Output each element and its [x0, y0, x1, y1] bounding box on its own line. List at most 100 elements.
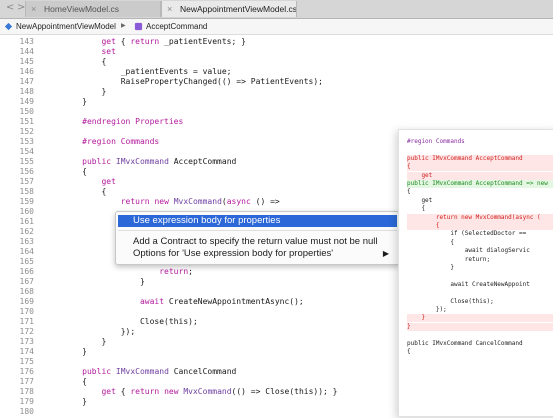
- code-line[interactable]: 154: [0, 147, 420, 156]
- code-line[interactable]: 177 {: [0, 377, 420, 386]
- code-line[interactable]: 173 }: [0, 337, 420, 346]
- line-number: 161: [19, 217, 34, 226]
- code-line[interactable]: 152: [0, 127, 420, 136]
- code-line[interactable]: 161: [0, 217, 420, 226]
- code-text: Close(this);: [43, 317, 198, 326]
- line-number: 169: [19, 297, 34, 306]
- tab-new-appointment-view-model[interactable]: × NewAppointmentViewModel.cs: [161, 1, 297, 17]
- code-line[interactable]: 178 get { return new MvxCommand(() => Cl…: [0, 387, 420, 396]
- line-number: 170: [19, 307, 34, 316]
- quick-fix-menu: Use expression body for properties Add a…: [115, 211, 400, 265]
- line-number: 155: [19, 157, 34, 166]
- code-text: {: [43, 57, 107, 66]
- code-line[interactable]: 168: [0, 287, 420, 296]
- code-text: return;: [159, 267, 193, 276]
- code-text: });: [43, 327, 136, 336]
- line-number: 176: [19, 367, 34, 376]
- line-number: 150: [19, 107, 34, 116]
- close-icon[interactable]: ×: [31, 4, 37, 14]
- line-number: 151: [19, 117, 34, 126]
- preview-line: {: [407, 222, 553, 230]
- code-line[interactable]: 163: [0, 237, 420, 246]
- code-line[interactable]: 147 RaisePropertyChanged(() => PatientEv…: [0, 77, 420, 86]
- line-number: 156: [19, 167, 34, 176]
- preview-line: await dialogServic: [407, 247, 530, 255]
- code-line[interactable]: 164: [0, 247, 420, 256]
- menu-item-use-expression-body[interactable]: Use expression body for properties: [118, 215, 397, 227]
- code-line[interactable]: 146 _patientEvents = value;: [0, 67, 420, 76]
- line-number: 166: [19, 267, 34, 276]
- line-number: 147: [19, 77, 34, 86]
- code-text: }: [43, 97, 87, 106]
- code-line[interactable]: 180: [0, 407, 420, 416]
- code-line[interactable]: 158 {: [0, 187, 420, 196]
- code-line[interactable]: 179 }: [0, 397, 420, 406]
- line-number: 154: [19, 147, 34, 156]
- preview-line: get: [407, 171, 553, 180]
- code-line[interactable]: 157 get: [0, 177, 420, 186]
- preview-line: }: [407, 322, 553, 331]
- code-line[interactable]: 175: [0, 357, 420, 366]
- tab-label: NewAppointmentViewModel.cs: [180, 4, 297, 14]
- breadcrumb-member[interactable]: AcceptCommand: [146, 22, 208, 31]
- preview-line: [407, 331, 553, 339]
- preview-line: #region Commands: [407, 138, 465, 145]
- line-number: 172: [19, 327, 34, 336]
- preview-line: public IMvxCommand CancelCommand: [407, 339, 523, 347]
- code-line[interactable]: 166 return;: [0, 267, 420, 276]
- preview-line: }: [407, 264, 454, 271]
- preview-line: if (SelectedDoctor ==: [407, 230, 527, 238]
- code-text: get: [101, 177, 116, 186]
- line-number: 179: [19, 397, 34, 406]
- code-line[interactable]: 159 return new MvxCommand(async () =>: [0, 197, 420, 206]
- line-number: 152: [19, 127, 34, 136]
- code-line[interactable]: 144 set: [0, 47, 420, 56]
- preview-line: [407, 289, 553, 297]
- class-icon: [4, 22, 13, 31]
- line-number: 171: [19, 317, 34, 326]
- back-arrow-icon[interactable]: <: [6, 2, 15, 13]
- line-number: 173: [19, 337, 34, 346]
- code-line[interactable]: 155 public IMvxCommand AcceptCommand: [0, 157, 420, 166]
- code-line[interactable]: 176 public IMvxCommand CancelCommand: [0, 367, 420, 376]
- code-line[interactable]: 153 #region Commands: [0, 137, 420, 146]
- code-line[interactable]: 150: [0, 107, 420, 116]
- code-line[interactable]: 169 await CreateNewAppointmentAsync();: [0, 297, 420, 306]
- code-line[interactable]: 160: [0, 207, 420, 216]
- code-line[interactable]: 170: [0, 307, 420, 316]
- tab-label: HomeViewModel.cs: [44, 4, 119, 14]
- code-line[interactable]: 167 }: [0, 277, 420, 286]
- code-text: get { return _patientEvents; }: [101, 37, 246, 46]
- tab-home-view-model[interactable]: × HomeViewModel.cs: [25, 1, 161, 17]
- code-line[interactable]: 149 }: [0, 97, 420, 106]
- code-text: _patientEvents = value;: [43, 67, 232, 76]
- code-line[interactable]: 162: [0, 227, 420, 236]
- code-editor[interactable]: 143 get { return _patientEvents; }144 se…: [0, 35, 553, 418]
- preview-line: public IMvxCommand AcceptCommand: [407, 154, 553, 163]
- code-line[interactable]: 156 {: [0, 167, 420, 176]
- code-line[interactable]: 148 }: [0, 87, 420, 96]
- code-line[interactable]: 143 get { return _patientEvents; }: [0, 37, 420, 46]
- preview-line: return;: [407, 255, 491, 263]
- code-text: RaisePropertyChanged(() => PatientEvents…: [43, 77, 323, 86]
- line-number: 167: [19, 277, 34, 286]
- code-text: #region Commands: [43, 137, 160, 146]
- code-line[interactable]: 151 #endregion Properties: [0, 117, 420, 126]
- code-line[interactable]: 145 {: [0, 57, 420, 66]
- line-number: 174: [19, 347, 34, 356]
- code-line[interactable]: 171 Close(this);: [0, 317, 420, 326]
- code-text: get { return new MvxCommand(() => Close(…: [101, 387, 338, 396]
- code-line[interactable]: 172 });: [0, 327, 420, 336]
- code-text: public IMvxCommand AcceptCommand: [82, 157, 237, 166]
- code-line[interactable]: 174 }: [0, 347, 420, 356]
- code-text: {: [43, 377, 87, 386]
- breadcrumb-file[interactable]: NewAppointmentViewModel: [16, 22, 116, 31]
- menu-item-options[interactable]: Options for 'Use expression body for pro…: [118, 248, 397, 260]
- forward-arrow-icon[interactable]: >: [17, 2, 26, 13]
- menu-item-add-contract[interactable]: Add a Contract to specify the return val…: [118, 236, 397, 248]
- code-text: #endregion Properties: [43, 117, 184, 126]
- close-icon[interactable]: ×: [167, 4, 173, 14]
- line-number: 164: [19, 247, 34, 256]
- line-number: 165: [19, 257, 34, 266]
- preview-line: await CreateNewAppoint: [407, 280, 530, 288]
